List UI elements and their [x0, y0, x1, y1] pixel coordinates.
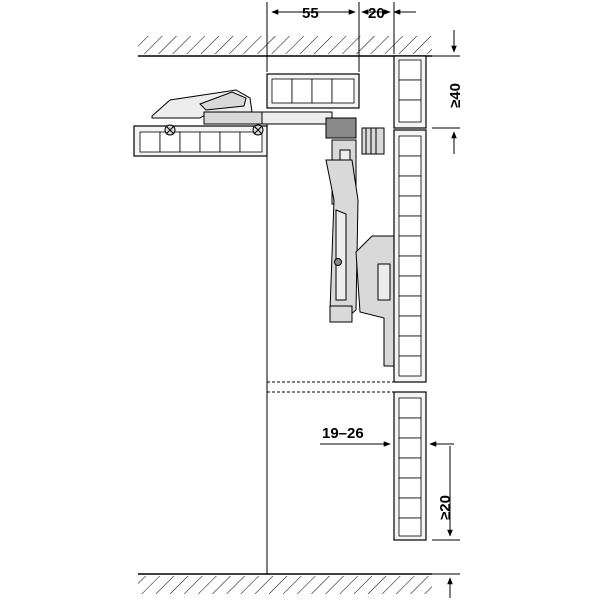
dim-20-label: 20 [368, 5, 385, 22]
door-panel-lower [393, 391, 427, 541]
dimension-top: 55 20 [266, 2, 416, 72]
dim-gap-bottom-label: ≥20 [437, 495, 454, 520]
floor-hatch [138, 573, 432, 594]
right-top-block [393, 55, 427, 129]
dim-55-label: 55 [302, 5, 319, 22]
dimension-top-gap: ≥40 [432, 30, 464, 154]
dimension-bottom-gap: ≥20 [432, 446, 460, 598]
top-fixed-block [266, 73, 360, 109]
dim-door-thickness-label: 19–26 [322, 425, 364, 442]
cabinet-side-panel [266, 120, 394, 574]
dimension-door-thickness: 19–26 [320, 425, 454, 447]
top-shelf-panel [133, 125, 268, 157]
door-panel-upper [393, 129, 427, 383]
ceiling-hatch [138, 36, 432, 57]
dim-gap-top-label: ≥40 [447, 83, 464, 108]
hinge-arm [325, 117, 395, 367]
